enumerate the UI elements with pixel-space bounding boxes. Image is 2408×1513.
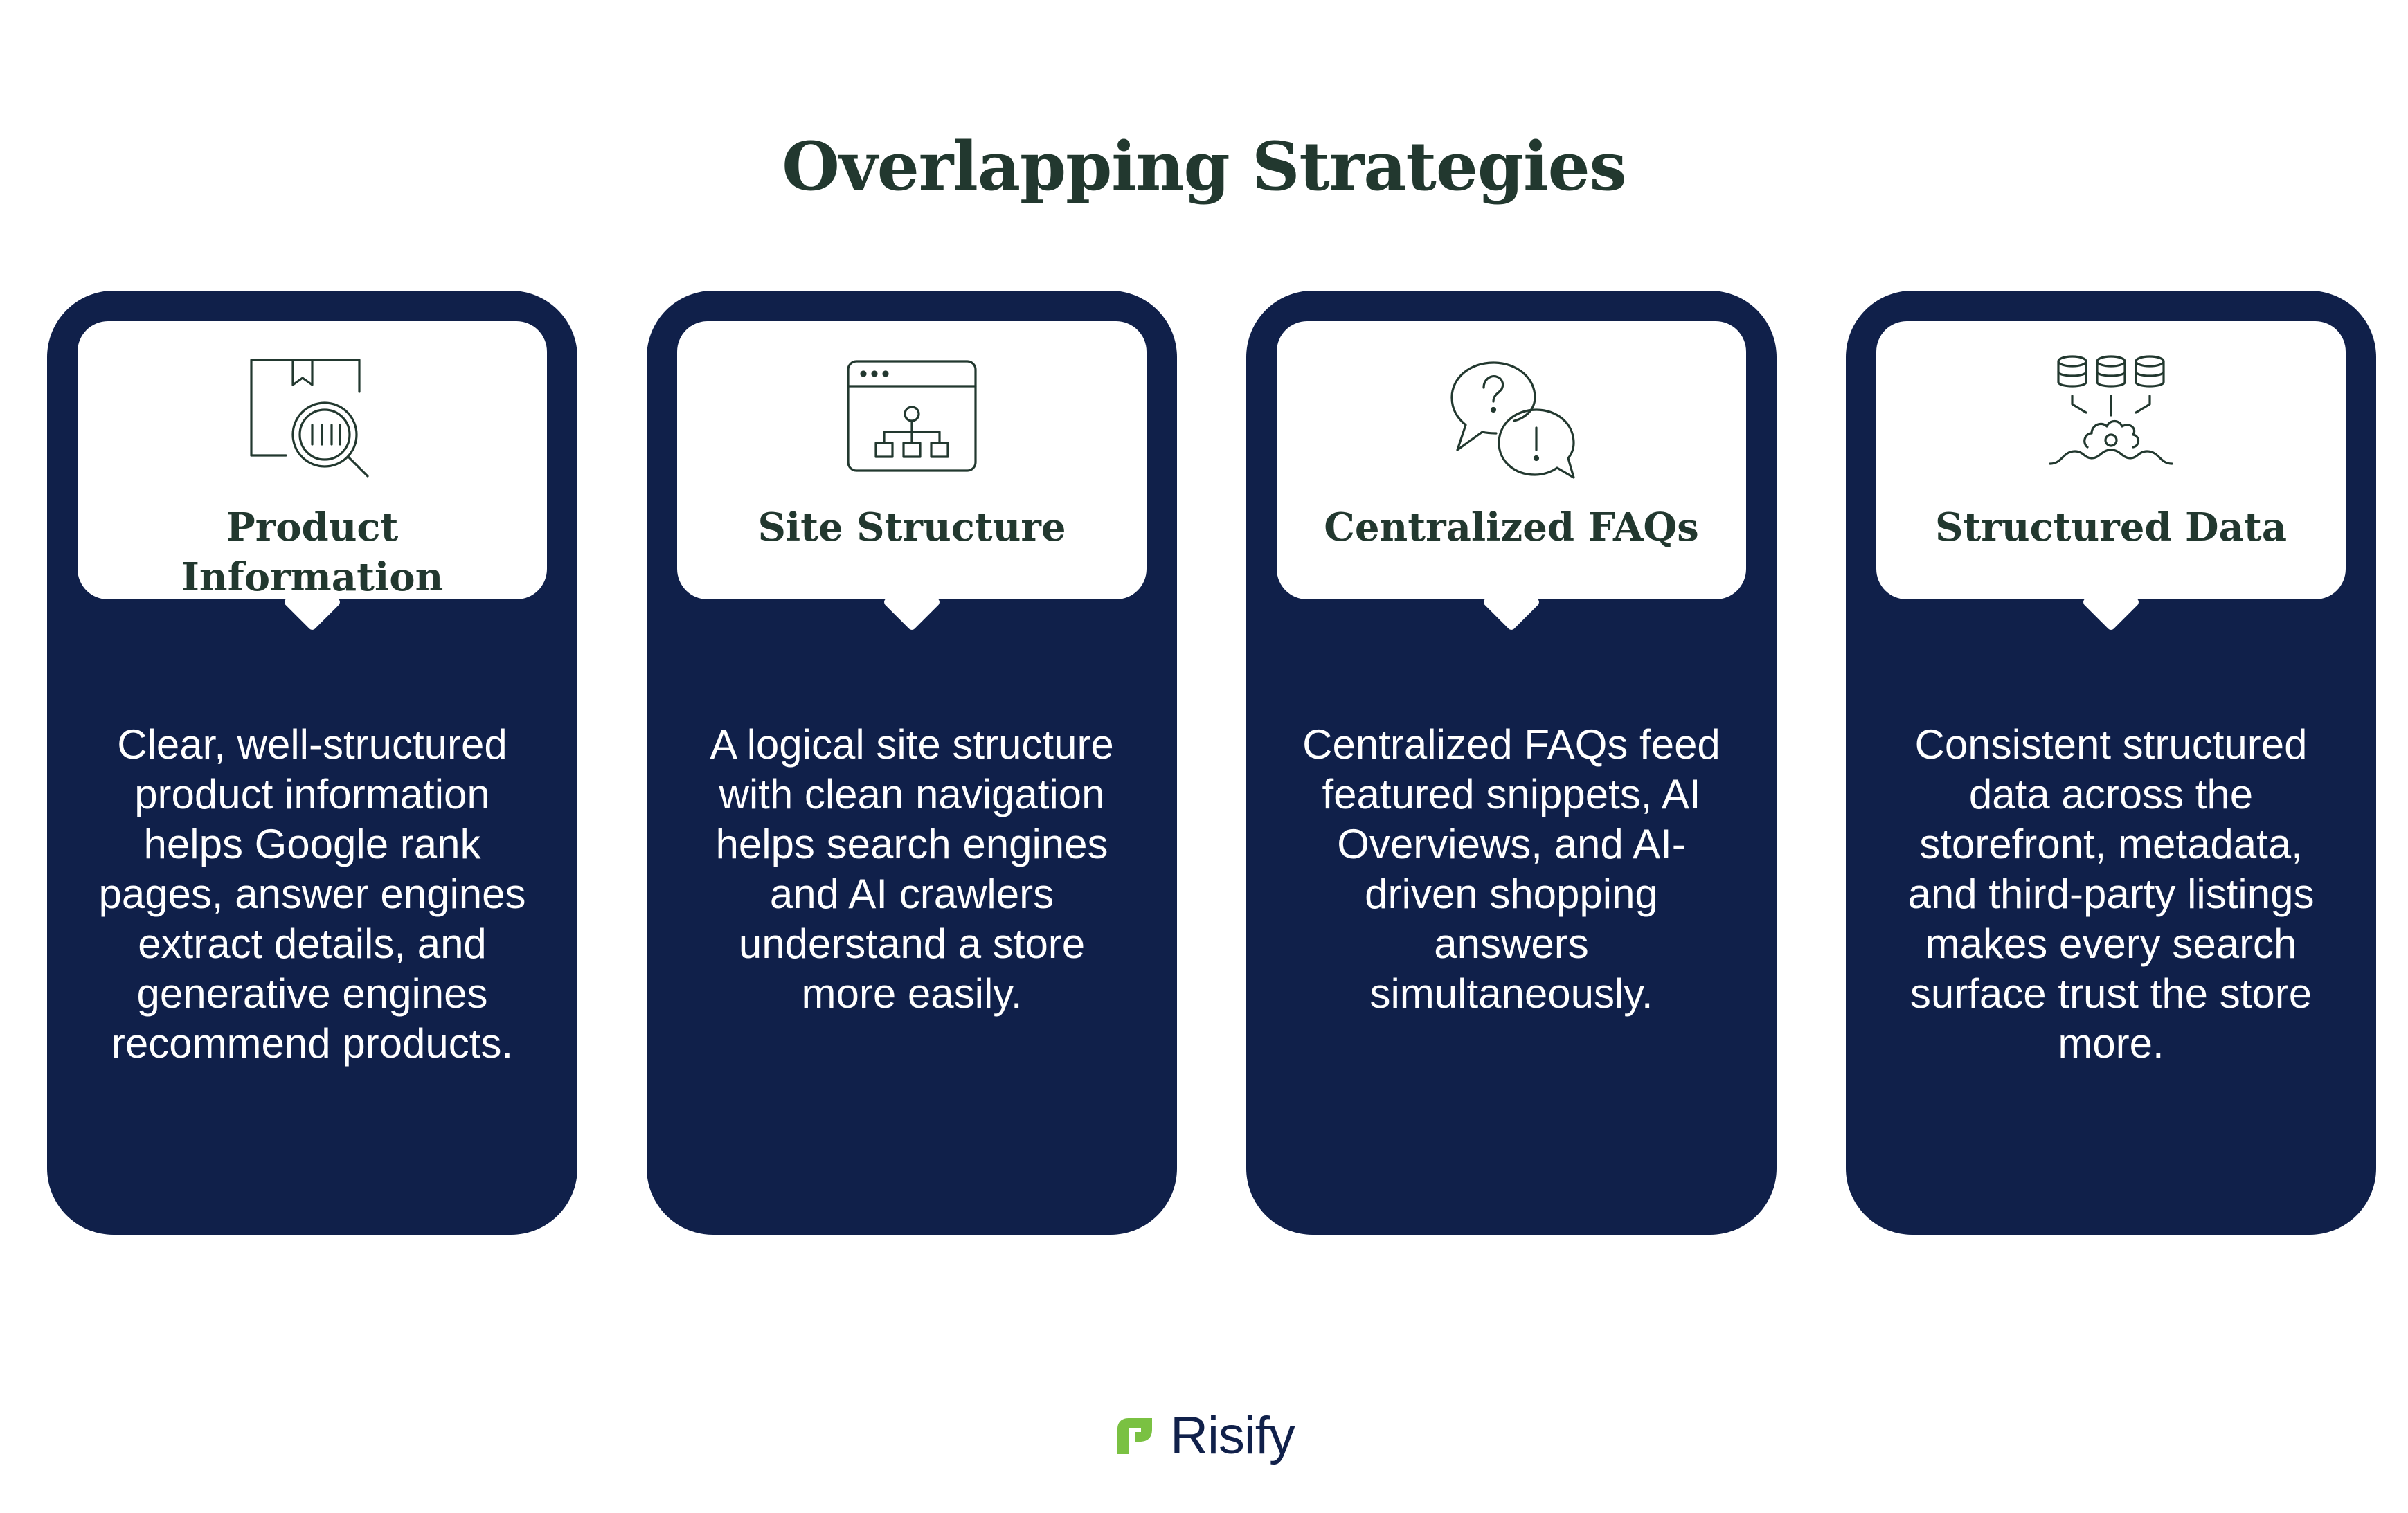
page-title: Overlapping Strategies: [782, 127, 1626, 206]
card-header-bubble: Product Information: [78, 321, 547, 632]
card-header-bubble: Centralized FAQs: [1277, 321, 1746, 632]
bubble-pointer: [882, 572, 942, 632]
sitemap-icon: [843, 346, 981, 484]
product-search-icon: [243, 346, 381, 484]
brand-name: Risify: [1170, 1406, 1295, 1465]
card-title: Site Structure: [757, 505, 1066, 550]
card-description: Centralized FAQs feed featured snippets,…: [1302, 721, 1720, 1017]
risify-logo-icon: [1117, 1418, 1153, 1454]
faq-chat-icon: [1442, 346, 1581, 484]
brand-footer: Risify: [0, 1405, 2408, 1467]
bubble-pointer: [1482, 572, 1541, 632]
bubble-pointer: [2081, 572, 2141, 632]
card-header-bubble: Site Structure: [677, 321, 1147, 632]
card-product-information: Product Information Clear, well-structur…: [47, 291, 577, 1235]
card-title: Structured Data: [1935, 505, 2287, 550]
card-structured-data: Structured Data Consistent structured da…: [1846, 291, 2376, 1235]
card-centralized-faqs: Centralized FAQs Centralized FAQs feed f…: [1246, 291, 1777, 1235]
card-description: A logical site structure with clean navi…: [710, 721, 1114, 1017]
card-site-structure: Site Structure A logical site structure …: [647, 291, 1177, 1235]
card-description: Consistent structured data across the st…: [1907, 721, 2315, 1067]
card-title: Product Information: [181, 505, 444, 600]
card-description: Clear, well-structured product informati…: [98, 721, 526, 1067]
database-icon: [2042, 346, 2180, 484]
card-header-bubble: Structured Data: [1876, 321, 2346, 632]
card-title: Centralized FAQs: [1324, 505, 1699, 550]
